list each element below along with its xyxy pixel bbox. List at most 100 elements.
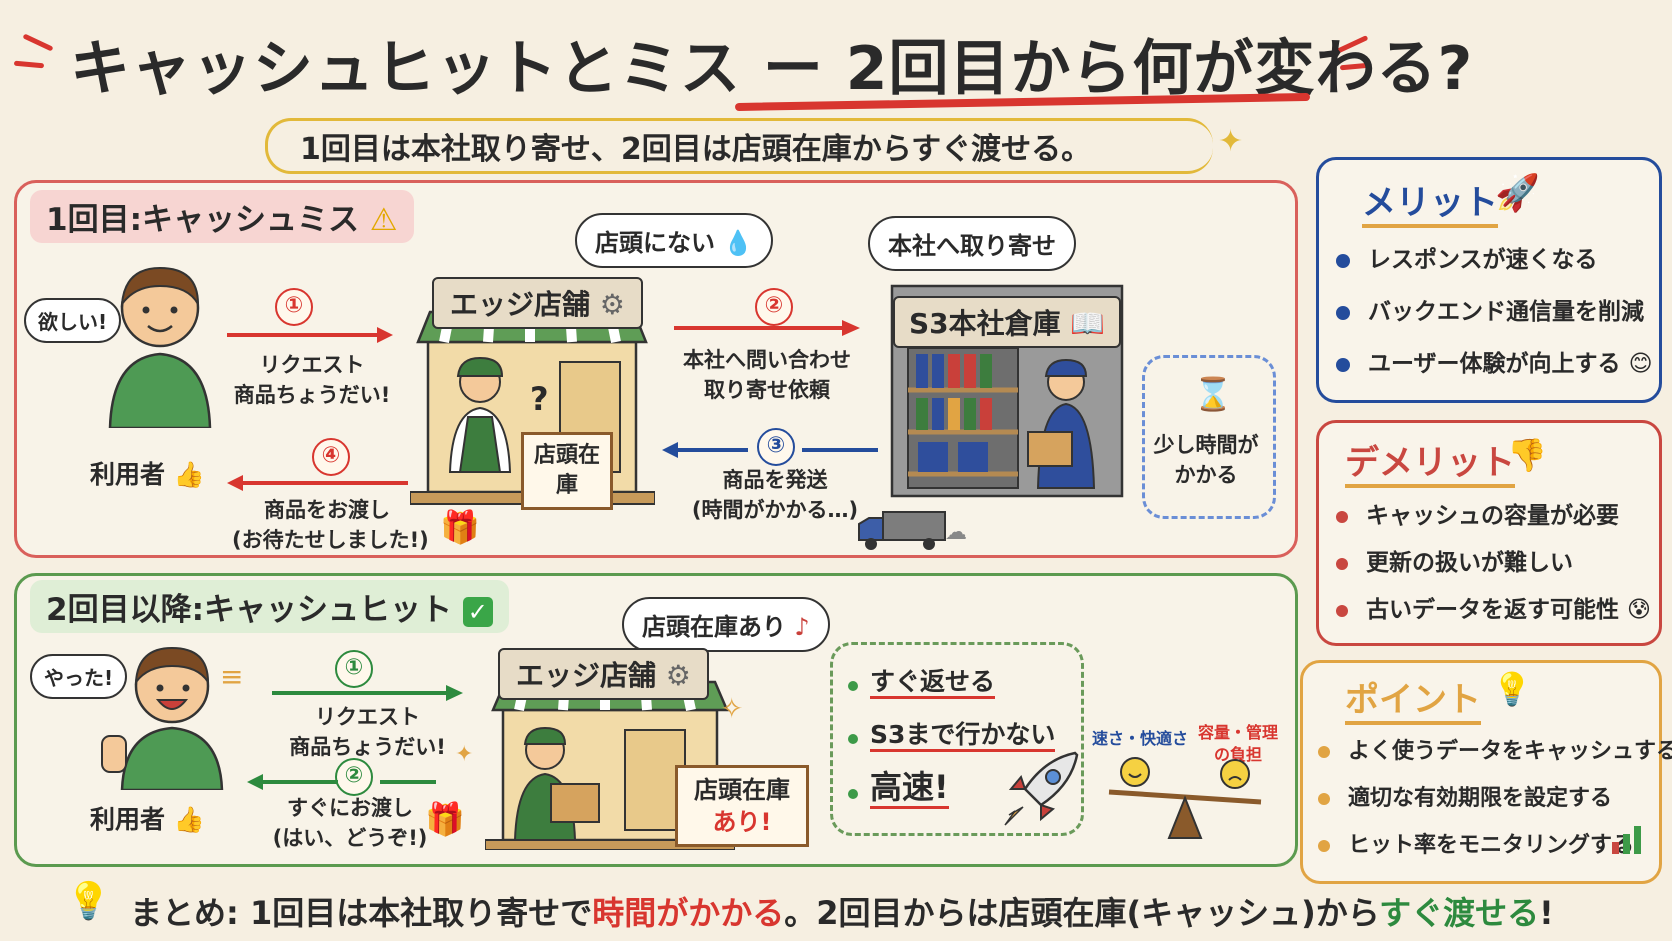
bullet-dot (1336, 305, 1350, 320)
bullet-dot (1336, 604, 1348, 617)
balance-right-line: の負担 (1214, 745, 1263, 764)
demerits-title: デメリット (1345, 435, 1515, 488)
step-text-line: 本社へ問い合わせ (683, 348, 851, 372)
merit-item: バックエンド通信量を削減 (1336, 292, 1644, 326)
hq-sign: S3本社倉庫 📖 (893, 296, 1122, 348)
summary-text: 1回目は本社取り寄せで (249, 894, 593, 932)
summary-text: ! (1539, 894, 1554, 932)
demerits-panel (1316, 420, 1662, 646)
benefit-item: 高速! (848, 762, 949, 809)
page-title: キャッシュヒットとミス ー 2回目から何が変わる? (70, 34, 1474, 104)
step-number: ② (335, 758, 373, 796)
arrow-left-icon (247, 774, 338, 790)
sparkle-icon: ≡ (220, 660, 244, 693)
step-text-line: 商品ちょうだい! (233, 383, 391, 407)
merit-item: レスポンスが速くなる (1336, 240, 1598, 274)
merit-item-text: レスポンスが速くなる (1368, 247, 1598, 273)
hq-bubble: 本社へ取り寄せ (868, 216, 1076, 271)
step-text-line: すぐにお渡し (287, 796, 413, 820)
summary-emphasis: 時間がかかる (592, 894, 785, 932)
arrow-line (802, 448, 878, 452)
step-text-line: 商品ちょうだい! (289, 735, 446, 759)
benefit-text: 高速! (870, 768, 949, 809)
store-stock-board: 店頭在庫 (521, 432, 613, 510)
benefit-item: S3まで行かない (848, 715, 1056, 752)
gear-icon: ⚙ (599, 288, 625, 321)
user-label-text: 利用者 (90, 805, 166, 834)
demerit-item: キャッシュの容量が必要 (1336, 496, 1619, 530)
store-bubble-text: 店頭にない (595, 229, 715, 257)
music-note-icon: ♪ (794, 613, 810, 641)
page-subtitle: 1回目は本社取り寄せ、2回目は店頭在庫からすぐ渡せる。 (300, 132, 1092, 167)
step-text: 商品をお渡し (お待たせしました!) (232, 495, 429, 555)
hq-sign-text: S3本社倉庫 (909, 307, 1061, 340)
sparkle-icon: ✦ (455, 742, 474, 767)
demerit-item-text: キャッシュの容量が必要 (1366, 503, 1619, 529)
cache-hit-heading-text: 2回目以降:キャッシュヒット (46, 592, 452, 628)
step-text-line: リクエスト (315, 705, 420, 729)
step-text-line: 取り寄せ依頼 (704, 378, 830, 402)
cache-miss-heading-text: 1回目:キャッシュミス (46, 202, 359, 238)
question-mark: ? (530, 380, 549, 418)
sweat-icon: 💧 (723, 229, 754, 257)
merits-title: メリット (1362, 175, 1498, 228)
thumbs-up-icon: 👍 (173, 460, 205, 489)
step-text-line: リクエスト (259, 353, 365, 377)
subtitle-frame (265, 118, 1213, 174)
merit-item-text: バックエンド通信量を削減 (1368, 299, 1644, 325)
check-icon: ✓ (462, 596, 493, 627)
merit-item-text: ユーザー体験が向上する (1368, 351, 1621, 377)
arrow-right-icon (272, 685, 463, 701)
balance-scale-icon (1108, 757, 1262, 839)
store-sign: エッジ店舗 ⚙ (432, 277, 643, 329)
demerit-item: 古いデータを返す可能性 😰 (1336, 590, 1651, 624)
bullet-dot (848, 788, 858, 799)
step-number: ③ (757, 428, 795, 466)
step-text: 商品を発送 (時間がかかる…) (680, 465, 870, 525)
point-item-text: ヒット率をモニタリングする (1348, 833, 1635, 858)
gear-icon: ⚙ (665, 659, 691, 692)
bullet-dot (848, 680, 858, 691)
store-stock-board-line: あり! (712, 808, 772, 836)
points-title: ポイント (1345, 672, 1481, 725)
store-sign-text: エッジ店舗 (516, 659, 657, 692)
point-item: よく使うデータをキャッシュする (1318, 733, 1672, 765)
wait-note: 少し時間がかかる (1153, 433, 1259, 487)
store-bubble: 店頭にない 💧 (575, 213, 774, 268)
thumbs-up-icon: 👍 (173, 805, 205, 834)
benefit-text: S3まで行かない (870, 720, 1056, 752)
benefits-frame (830, 642, 1084, 836)
gift-icon: 🎁 (440, 508, 480, 546)
summary-prefix: まとめ: (130, 894, 239, 932)
bullet-dot (1336, 510, 1348, 523)
step-number: ④ (312, 438, 350, 476)
balance-left-label: 速さ・快適さ (1092, 729, 1189, 748)
bar-chart-icon (1612, 826, 1641, 854)
book-icon: 📖 (1070, 307, 1106, 340)
store-stock-board-line: 店頭在庫 (694, 776, 790, 804)
wait-note-frame (1142, 355, 1276, 519)
summary: まとめ: 1回目は本社取り寄せで時間がかかる。2回目からは店頭在庫(キャッシュ)… (130, 888, 1554, 934)
thumbs-down-icon: 👎 (1507, 436, 1547, 474)
merits-panel (1316, 157, 1662, 403)
point-item: ヒット率をモニタリングする (1318, 827, 1634, 859)
merit-item: ユーザー体験が向上する 😊 (1336, 344, 1653, 378)
truck-icon (858, 511, 946, 550)
arrow-right-icon (674, 320, 860, 336)
smile-icon: 😊 (1628, 351, 1653, 377)
benefit-item: すぐ返せる (848, 662, 996, 699)
store-sign: エッジ店舗 ⚙ (498, 648, 709, 700)
decor-line (13, 60, 45, 69)
bullet-dot (1318, 840, 1330, 852)
arrow-right-icon (227, 327, 393, 343)
step-text: 本社へ問い合わせ 取り寄せ依頼 (672, 345, 862, 405)
decor-line (22, 33, 54, 52)
store-stock-board: 店頭在庫 あり! (675, 765, 809, 847)
demerit-item: 更新の扱いが難しい (1336, 543, 1573, 577)
hq-warehouse-icon (890, 284, 1124, 498)
balance-right-line: 容量・管理 (1198, 723, 1279, 742)
store-sign-text: エッジ店舗 (450, 288, 591, 321)
point-item: 適切な有効期限を設定する (1318, 780, 1612, 812)
rocket-icon: 🚀 (1495, 173, 1540, 214)
bullet-dot (1336, 357, 1350, 372)
